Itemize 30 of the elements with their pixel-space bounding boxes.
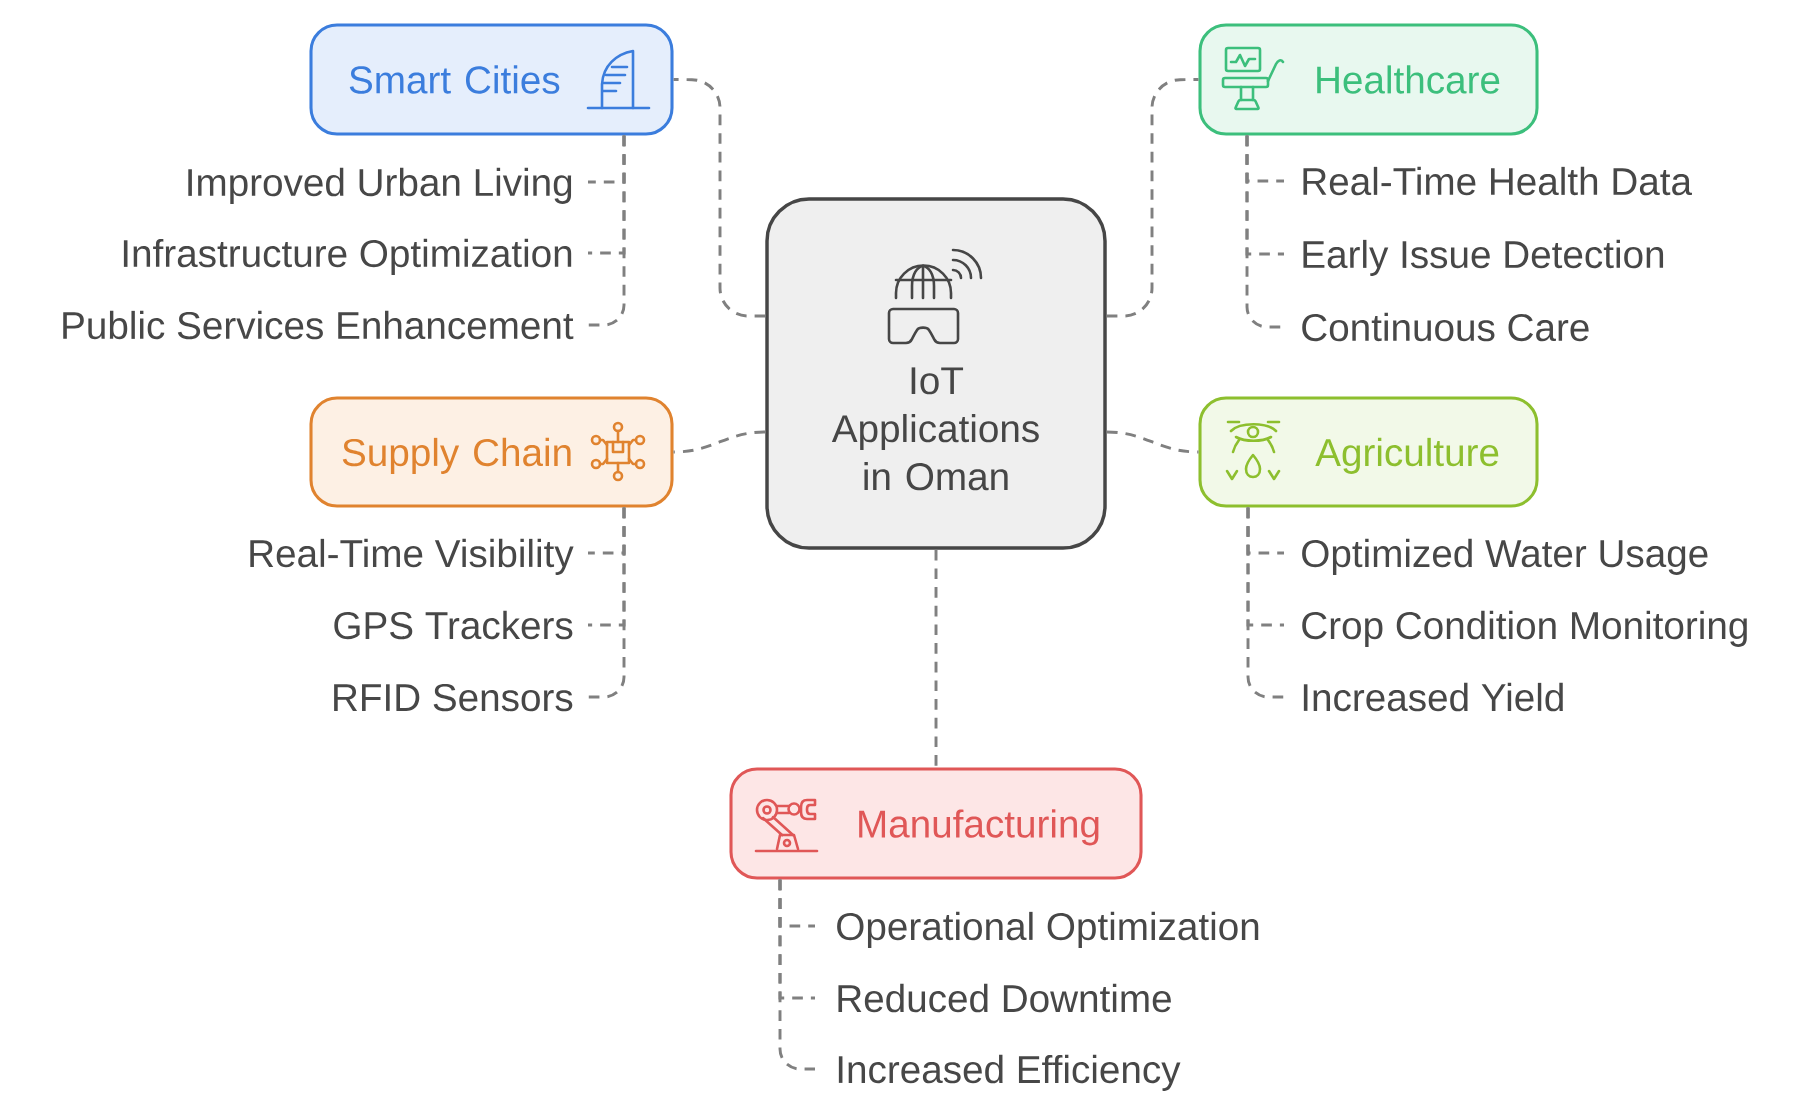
subtopic-text: Optimized Water Usage [1302,538,1708,575]
category-box: Smart Cities [309,23,674,136]
connector [1106,430,1199,454]
subtopic-text: Operational Optimization [837,911,1259,948]
connector [673,78,766,318]
category-box: Manufacturing [729,767,1143,880]
connector [588,135,626,327]
topic-box: IoT Applications in Oman [765,197,1107,550]
connector [588,507,626,699]
subtopic-text: RFID Sensors [334,683,573,712]
subtopic-text: Public Services Enhancement [63,310,574,340]
subtopic-text: Real-Time Visibility [250,538,574,575]
category-box: Supply Chain [309,396,674,508]
subtopic-text: Increased Efficiency [838,1054,1181,1091]
connector [1106,78,1199,318]
category-box: Healthcare [1198,23,1539,136]
subtopic-text: GPS Trackers [334,610,573,640]
subtopic-text: Infrastructure Optimization [123,238,572,275]
subtopic-text: Improved Urban Living [188,167,572,204]
subtopic-text: Crop Condition Monitoring [1302,610,1747,647]
connector [1246,507,1284,699]
subtopic-text: Increased Yield [1303,682,1563,712]
connector [934,549,938,768]
connector [778,879,815,1071]
connector [673,430,766,454]
subtopic-text: Real-Time Health Data [1303,166,1692,196]
category-box: Agriculture [1198,396,1539,508]
subtopic-text: Continuous Care [1302,312,1589,342]
subtopic-text: Reduced Downtime [838,983,1171,1013]
subtopic-text: Early Issue Detection [1303,239,1664,276]
